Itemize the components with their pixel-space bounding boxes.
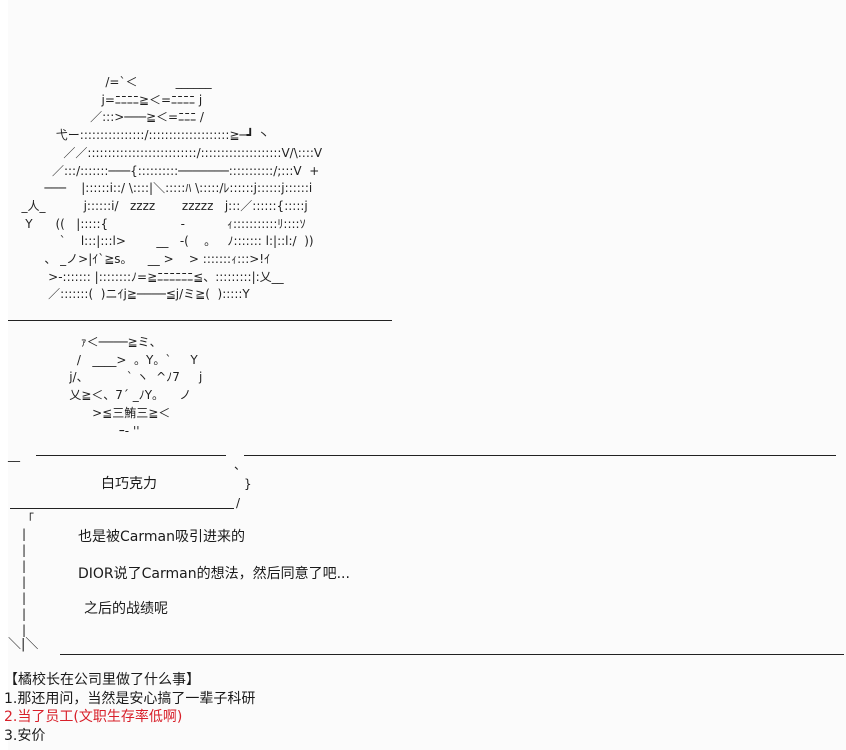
left-bar: | (22, 623, 27, 637)
ascii-art-figure: /=`＜ ______ j=ﾆﾆﾆﾆ≧＜=ﾆﾆﾆﾆ j ／:::>───≧＜=ﾆ… (21, 75, 323, 302)
bubble-close: } (244, 477, 252, 491)
bubble-dash: __ (8, 448, 20, 462)
option-1[interactable]: 1.那还用问，当然是安心搞了一辈子科研 (4, 691, 256, 707)
dialogue-line-1: 也是被Carman吸引进来的 (78, 529, 245, 545)
dialogue-line-3: 之后的战绩呢 (84, 601, 168, 617)
option-3[interactable]: 3.安价 (4, 728, 46, 744)
ascii-art-mouth: ｧ＜────≧ミ、 / ____> 。Y。` Y j/、 ` ヽ ^ﾉ7 j 乂… (69, 335, 203, 438)
bubble-top-left-line (36, 455, 226, 456)
bubble-curl: 、 (234, 458, 247, 472)
left-bar: | (22, 607, 27, 621)
left-bar: | (22, 527, 27, 541)
dialogue-bottom-line (60, 654, 844, 655)
manga-page: /=`＜ ______ j=ﾆﾆﾆﾆ≧＜=ﾆﾆﾆﾆ j ／:::>───≧＜=ﾆ… (4, 0, 846, 750)
speaker-name: 白巧克力 (101, 476, 157, 492)
left-bar: | (22, 543, 27, 557)
left-bar: | (22, 591, 27, 605)
bubble-top-right-line (244, 455, 836, 456)
dialogue-line-2: DIOR说了Carman的想法，然后同意了吧... (78, 566, 350, 582)
figure-divider (8, 320, 392, 321)
bubble-bottom-line (10, 508, 234, 509)
left-bracket: 「 (22, 512, 35, 526)
left-bar: | (22, 575, 27, 589)
left-bar: | (22, 559, 27, 573)
bubble-bottom-marks: ＼|＼ (8, 637, 39, 652)
question-title: 【橘校长在公司里做了什么事】 (4, 672, 200, 688)
option-2[interactable]: 2.当了员工(文职生存率低啊) (4, 709, 183, 725)
bubble-end: / (236, 496, 241, 510)
